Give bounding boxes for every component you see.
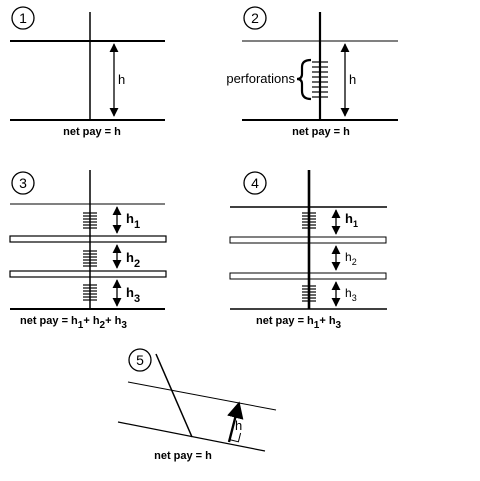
thickness-label-h2: h2 [345,250,357,267]
inclined-wellbore [155,353,193,438]
panel-number: 2 [251,10,259,26]
net-pay-caption: net pay = h1+ h3 [256,315,342,331]
panel-number-badge: 5 [128,348,152,372]
thickness-label: h [235,418,242,433]
net-pay-caption: net pay = h [154,450,212,462]
thickness-label-h2: h2 [126,250,140,270]
thickness-arrow [227,401,244,443]
thickness-label-h3: h3 [126,285,140,305]
panel-4: 4 h1 h2 h3 net pay = h1+ h3 [229,170,387,331]
right-angle-marker [229,432,242,443]
top-boundary [127,381,277,411]
net-pay-caption: net pay = h1+ h2+ h3 [20,315,127,331]
panel-number: 5 [136,352,144,368]
net-pay-caption: net pay = h [63,126,121,138]
panel-5: 5 h net pay = h [117,348,277,462]
panel-2: 2 perforations h net pay = h [226,6,398,138]
panel-3: 3 h1 h2 h3 net pay = h1+ h2+ h3 [9,170,167,331]
perforations-zone-1 [83,212,97,229]
shale-layer-1 [9,235,167,243]
perforations [312,61,328,98]
thickness-label-h1: h1 [126,211,140,231]
thickness-label: h [118,72,125,87]
thickness-label-h1: h1 [345,211,358,229]
perforations-brace [296,58,312,101]
panel-number-badge: 3 [11,171,35,195]
panel-number-badge: 4 [243,171,267,195]
panel-number-badge: 1 [11,6,35,30]
panel-number: 3 [19,175,27,191]
shale-layer-2 [9,270,167,278]
thickness-label-h3: h3 [345,286,357,303]
perforations-zone-3 [302,285,316,302]
panel-1: 1 h net pay = h [10,6,165,138]
panel-number-badge: 2 [243,6,267,30]
panel-number: 4 [251,175,259,191]
perforations-zone-3 [83,284,97,301]
perforations-zone-1 [302,212,316,229]
perforations-zone-2 [83,250,97,267]
panel-number: 1 [19,10,27,26]
thickness-label: h [349,72,356,87]
net-pay-caption: net pay = h [292,126,350,138]
perforations-label: perforations [226,71,295,86]
